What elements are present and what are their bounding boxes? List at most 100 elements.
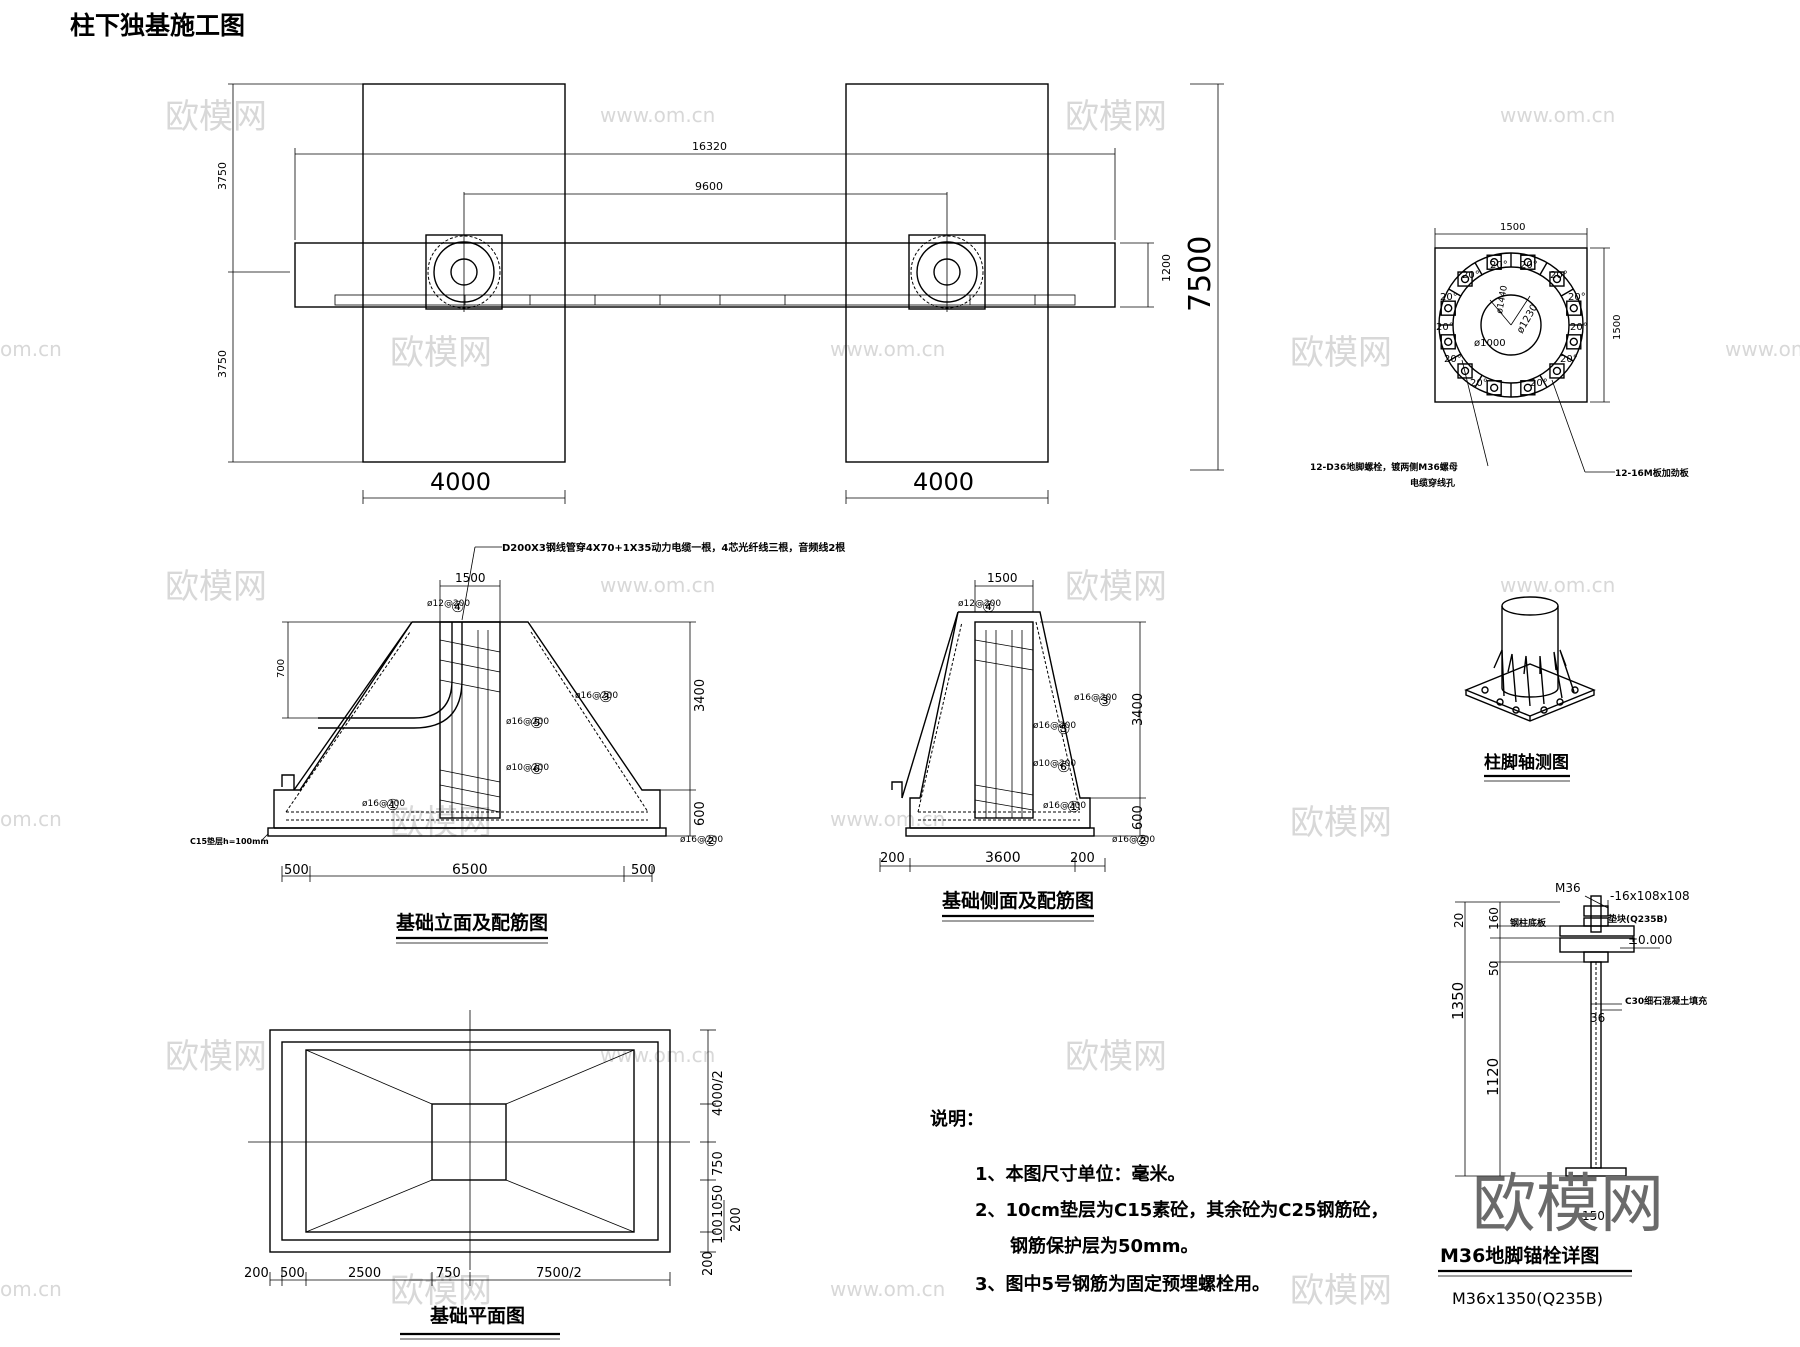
- anchor-bolt-marks: [1439, 253, 1583, 397]
- side-rebar-n4: ④: [982, 598, 995, 616]
- plan-view: 16320 9600 3750 3750 1200 7500 4000 4000: [216, 83, 1224, 504]
- side-top-width: 1500: [987, 571, 1018, 585]
- plan-v6: 200: [701, 1251, 716, 1276]
- watermark-site: om.cn: [0, 807, 62, 831]
- dim-width-left: 4000: [430, 468, 491, 496]
- rebar-n5: ⑤: [530, 714, 543, 732]
- rebar-b2: ø16@200: [680, 835, 723, 845]
- watermark-brand: 欧模网: [1290, 1271, 1392, 1311]
- watermark-brand: 欧模网: [1290, 803, 1392, 843]
- anchor-plate: -16x108x108: [1610, 889, 1690, 903]
- side-caption: 基础侧面及配筋图: [941, 889, 1094, 912]
- conduit-note: D200X3钢线管穿4X70+1X35动力电缆一根，4芯光纤线三根，音频线2根: [502, 541, 845, 554]
- anchor-bolt: [1444, 337, 1453, 347]
- plan-h4: 750: [436, 1266, 461, 1281]
- note-3: 3、图中5号钢筋为固定预埋螺栓用。: [975, 1273, 1270, 1295]
- cable-trench: [334, 294, 1076, 306]
- watermark-site: www.om.cn: [830, 807, 945, 831]
- anchor-d150: 150: [1582, 1209, 1605, 1223]
- angle-label: 20°: [1444, 354, 1462, 365]
- anchor-bolt-washer: [1566, 334, 1582, 350]
- slope-lines: [305, 1049, 635, 1233]
- rebar-n1: ①: [386, 796, 399, 814]
- anchor-base-plate: [1559, 925, 1635, 937]
- angle-label: 20°: [1530, 378, 1548, 389]
- anchor-bolt: [1552, 366, 1562, 376]
- elev-h700: 700: [276, 659, 287, 678]
- watermark-brand: 欧模网: [390, 803, 492, 843]
- anchor-d20: 20: [1452, 913, 1466, 928]
- rebar-b4: ø12@200: [427, 599, 470, 609]
- anchor-bolt: [1489, 258, 1499, 267]
- plan-h3: 2500: [348, 1266, 381, 1281]
- iso-base-plate: [1464, 663, 1596, 717]
- rebar-b1: ø16@200: [362, 799, 405, 809]
- side-rebar-n5: ⑤: [1057, 720, 1070, 738]
- anchor-bolt-washer: [1486, 380, 1502, 396]
- elevation-section: D200X3钢线管穿4X70+1X35动力电缆一根，4芯光纤线三根，音频线2根: [190, 541, 845, 944]
- side-h600: 600: [1131, 805, 1146, 830]
- plan-v3: 1050: [711, 1185, 726, 1218]
- side-rebar-b4: ø12@200: [958, 599, 1001, 609]
- elev-dim-left: 500: [284, 863, 309, 878]
- foundation-plan: 4000/2 750 1050 100 200 200 200 500 2500…: [244, 1010, 744, 1340]
- dim-span-outer: 16320: [692, 140, 727, 153]
- trench-segments: [464, 295, 1036, 305]
- side-h3400: 3400: [1131, 693, 1146, 726]
- anchor-d160: 160: [1487, 907, 1501, 930]
- angle-label: 20°: [1462, 270, 1480, 281]
- stiffener-plate: [1560, 353, 1574, 362]
- watermark-brand: 欧模网: [1065, 97, 1167, 137]
- side-section: 1500 ø12@200 ④ 3400 600 ø16@200 ③ ø16@20…: [879, 571, 1155, 922]
- iso-column: [1501, 606, 1559, 698]
- rebar-b5: ø16@200: [506, 717, 549, 727]
- stiffener-plate: [1474, 374, 1483, 388]
- anchor-bolt-washer: [1520, 380, 1536, 396]
- pedestal-ties: [439, 639, 501, 813]
- rebar-b6: ø10@200: [506, 763, 549, 773]
- watermark-brand: 欧模网: [390, 333, 492, 373]
- stiffener-plate: [1448, 353, 1462, 362]
- side-rebar-b2: ø16@200: [1112, 835, 1155, 845]
- angle-label: 20°: [1520, 260, 1538, 271]
- watermark-brand: 欧模网: [165, 1037, 267, 1077]
- iso-bolts: [1481, 686, 1579, 714]
- watermark-site: www.om.cn: [830, 1277, 945, 1301]
- watermark-brand: 欧模网: [165, 97, 267, 137]
- anchor-caption: M36地脚锚栓详图: [1440, 1244, 1599, 1267]
- watermark-site: www.om.cn: [1500, 103, 1615, 127]
- cable-hole-label: 电缆穿线孔: [1410, 477, 1455, 489]
- anchor-bolt-washer: [1440, 300, 1456, 316]
- note-2b: 钢筋保护层为50mm。: [1010, 1235, 1199, 1257]
- angle-label: 20°: [1570, 322, 1588, 333]
- anchor-bolt-washer: [1566, 300, 1582, 316]
- notes-block: 说明： 1、本图尺寸单位：毫米。 2、10cm垫层为C15素砼，其余砼为C25钢…: [930, 1108, 1389, 1295]
- anchor-d50: 50: [1487, 961, 1501, 976]
- stiffener-plate: [1474, 262, 1483, 276]
- stiffener-plate: [1560, 288, 1574, 297]
- anchor-bolt: [1569, 303, 1578, 313]
- anchor-bolt: [1460, 274, 1470, 284]
- angle-label: 20°: [1436, 322, 1454, 333]
- side-rebar-b5: ø16@200: [1033, 721, 1076, 731]
- side-dim-right: 200: [1070, 851, 1095, 866]
- dim-total-height: 7500: [1183, 236, 1218, 312]
- dim-height-bottom: 3750: [216, 350, 229, 378]
- elev-dim-mid: 6500: [452, 862, 488, 878]
- watermark-site: om.cn: [0, 337, 62, 361]
- anchor-bolt: [1552, 274, 1562, 284]
- beam-outline: [294, 242, 1116, 308]
- anchor-bolt-washer: [1440, 334, 1456, 350]
- watermark-brand: 欧模网: [165, 567, 267, 607]
- base-plate-outline: [1434, 247, 1588, 403]
- bolt-plan-width: 1500: [1500, 222, 1525, 233]
- elevation-caption: 基础立面及配筋图: [395, 911, 548, 934]
- anchor-bolt-washer: [1457, 363, 1473, 379]
- anchor-washer: 垫块(Q235B): [1608, 913, 1668, 925]
- rebar-n4: ④: [451, 598, 464, 616]
- watermark-site: www.om.cn: [600, 103, 715, 127]
- anchor-bolt-washer: [1486, 254, 1502, 270]
- bolt-inner-d1: ø1000: [1474, 338, 1506, 349]
- side-rebar-n6: ⑥: [1057, 758, 1070, 776]
